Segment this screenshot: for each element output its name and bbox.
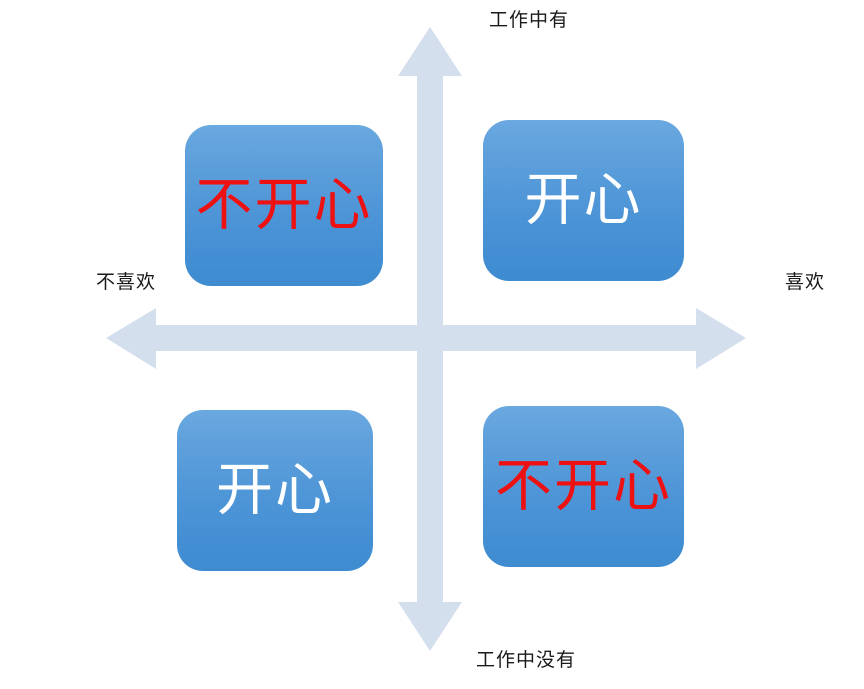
- quadrant-top-right[interactable]: 开心: [483, 120, 684, 281]
- axis-label-top: 工作中有: [489, 9, 570, 31]
- quadrant-bottom-left[interactable]: 开心: [177, 410, 373, 571]
- axis-label-right: 喜欢: [785, 271, 826, 293]
- vertical-axis-arrow: [398, 27, 462, 651]
- horizontal-axis-arrow: [106, 308, 746, 369]
- quadrant-bottom-right[interactable]: 不开心: [483, 406, 684, 567]
- quadrant-top-right-label: 开心: [524, 167, 643, 233]
- axis-label-bottom: 工作中没有: [476, 649, 577, 671]
- quadrant-top-left[interactable]: 不开心: [185, 125, 383, 286]
- quadrant-top-left-label: 不开心: [195, 172, 373, 238]
- axis-label-left: 不喜欢: [96, 271, 157, 293]
- quadrant-bottom-right-label: 不开心: [495, 453, 672, 519]
- quadrant-bottom-left-label: 开心: [216, 457, 334, 523]
